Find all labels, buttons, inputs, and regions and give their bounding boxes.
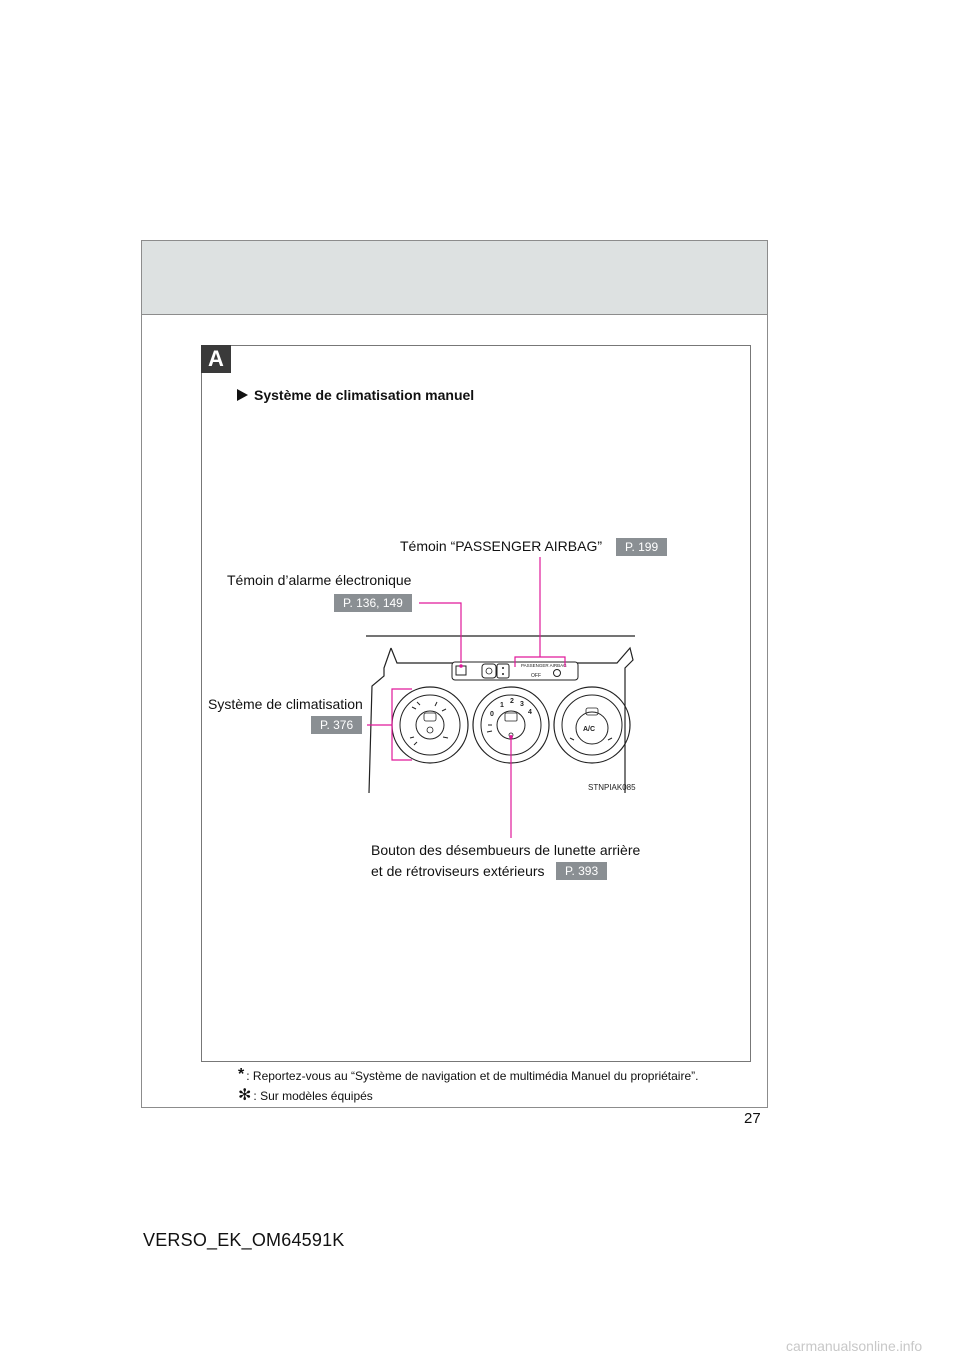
header-band	[142, 241, 767, 315]
fan-speed-1: 1	[500, 702, 504, 709]
star-icon: ✻	[238, 1087, 252, 1104]
fan-speed-4: 4	[528, 709, 532, 716]
fan-speed-2: 2	[510, 698, 514, 705]
button-icon	[496, 663, 510, 679]
section-box: A	[201, 345, 751, 1062]
hazard-button-icon	[481, 663, 497, 679]
footnote-1: * : Reportez-vous au “Système de navigat…	[238, 1066, 699, 1085]
watermark: carmanualsonline.info	[786, 1338, 923, 1354]
ac-button	[575, 711, 609, 745]
fan-speed-0: 0	[490, 711, 494, 718]
climate-label: Système de climatisation	[208, 696, 363, 712]
document-code: VERSO_EK_OM64591K	[143, 1230, 345, 1250]
mode-dial-inner	[399, 694, 461, 756]
fan-speed-3: 3	[520, 701, 524, 708]
footnote-1-text: : Reportez-vous au “Système de navigatio…	[246, 1069, 699, 1083]
defogger-label-line1: Bouton des désembueurs de lunette arrièr…	[371, 842, 641, 858]
airbag-label: Témoin “PASSENGER AIRBAG”	[400, 538, 603, 554]
subheading: Système de climatisation manuel	[237, 387, 474, 403]
illustration-code: STNPIAK085	[588, 783, 636, 792]
footnote-2: ✻ : Sur modèles équipés	[238, 1086, 373, 1106]
section-tab: A	[201, 345, 231, 373]
ac-text: A/C	[583, 726, 595, 733]
page-frame: A	[141, 240, 768, 1108]
alarm-label: Témoin d’alarme électronique	[227, 572, 412, 588]
defogger-label-line2: et de rétroviseurs extérieurs	[371, 863, 545, 879]
airbag-off-icon	[553, 669, 561, 677]
rear-defogger-button-icon	[504, 712, 518, 722]
temp-dial-outer	[553, 686, 631, 764]
mode-dial-knob	[415, 710, 445, 740]
defogger-page-ref[interactable]: P. 393	[556, 862, 608, 880]
climate-callout-bracket	[391, 688, 412, 761]
mode-dial-outer	[391, 686, 469, 764]
temp-dial-inner	[561, 694, 623, 756]
dash-left-edge	[368, 647, 392, 794]
panel-text: PASSENGER AIRBAG	[521, 663, 567, 668]
triangle-bullet-icon	[237, 389, 248, 401]
alarm-callout-line	[419, 602, 462, 663]
airbag-page-ref[interactable]: P. 199	[616, 538, 668, 556]
page-number: 27	[744, 1110, 761, 1127]
asterisk-icon: *	[238, 1066, 245, 1083]
fan-dial-knob	[496, 710, 526, 740]
off-text: OFF	[531, 673, 541, 679]
dash-right-edge	[390, 646, 634, 793]
footnote-2-text: : Sur modèles équipés	[253, 1089, 373, 1103]
airbag-callout-bracket	[514, 656, 566, 667]
subheading-text: Système de climatisation manuel	[254, 387, 475, 403]
climate-page-ref[interactable]: P. 376	[311, 716, 363, 734]
alarm-page-ref[interactable]: P. 136, 149	[334, 594, 412, 612]
